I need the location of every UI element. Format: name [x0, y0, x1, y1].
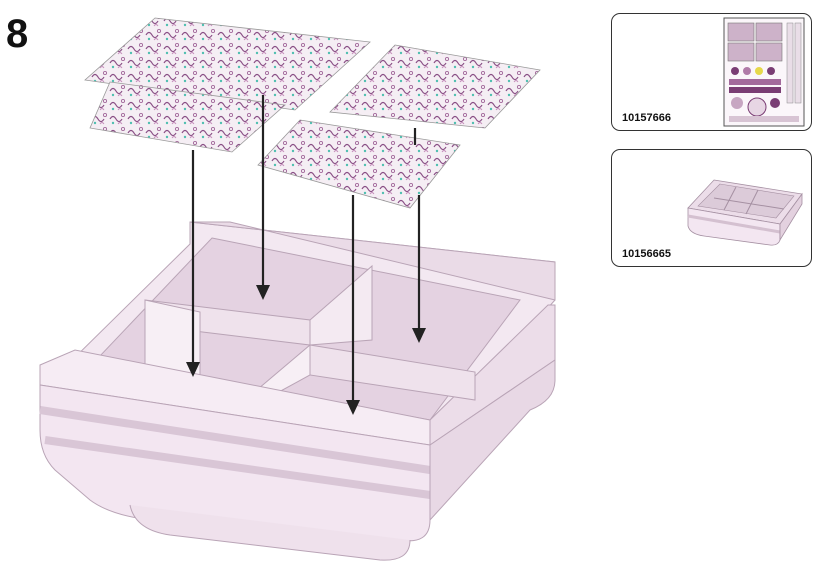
- parts-box-sticker-sheet: 10157666: [611, 13, 812, 131]
- sticker-top-left: [84, 17, 371, 111]
- assembly-illustration: [39, 17, 556, 561]
- placement-arrows: [186, 95, 426, 415]
- sticker-sheet-icon: [723, 17, 805, 127]
- drawer-tray: [39, 221, 556, 561]
- sticker-sheets: [84, 17, 541, 209]
- drawer-tray-icon: [687, 179, 803, 246]
- part-id-label: 10156665: [622, 248, 671, 260]
- sticker-mid-left: [89, 81, 286, 153]
- sticker-top-right: [329, 44, 541, 129]
- step-number: 8: [6, 12, 29, 56]
- part-id-label: 10157666: [622, 112, 671, 124]
- parts-box-drawer-tray: 10156665: [611, 149, 812, 267]
- sticker-mid-right: [257, 119, 461, 209]
